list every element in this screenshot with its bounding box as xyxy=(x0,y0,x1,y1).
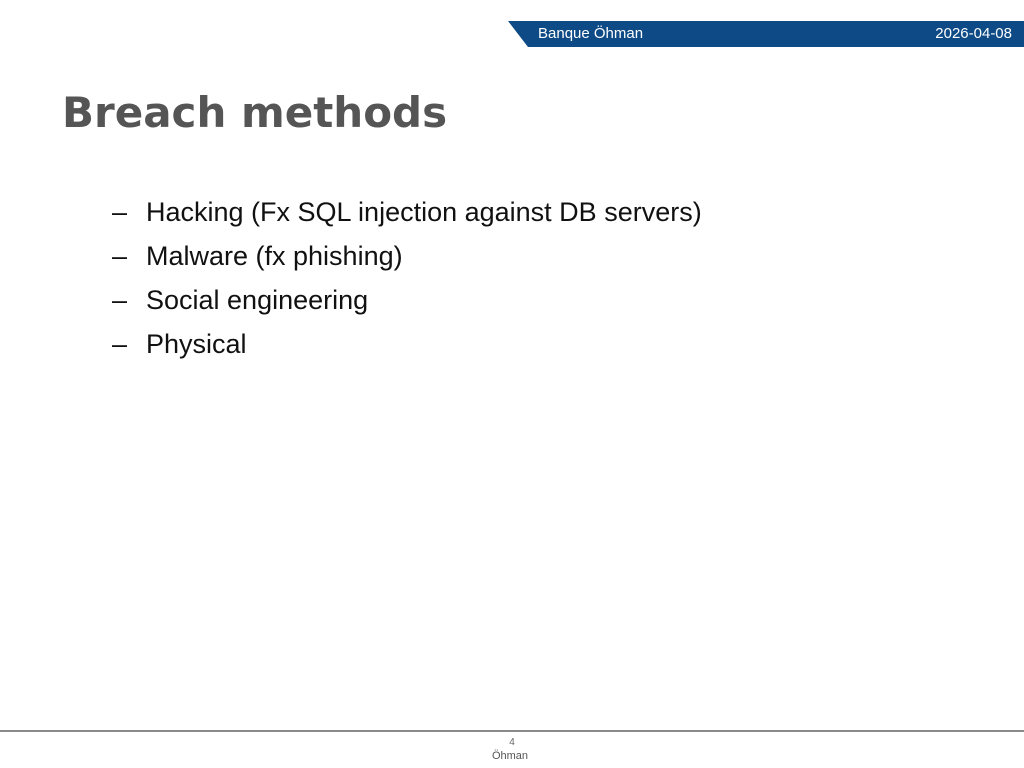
bullet-dash: – xyxy=(112,328,128,359)
bullet-text: Hacking (Fx SQL injection against DB ser… xyxy=(146,196,702,227)
bullet-list: – Hacking (Fx SQL injection against DB s… xyxy=(112,190,702,366)
bullet-item: – Malware (fx phishing) xyxy=(112,234,702,278)
slide-title: Breach methods xyxy=(62,88,448,137)
footer-author: Öhman xyxy=(491,750,529,762)
bullet-text: Physical xyxy=(146,328,247,359)
bullet-item: – Social engineering xyxy=(112,278,702,322)
header-date: 2026-04-08 xyxy=(935,25,1012,42)
bullet-dash: – xyxy=(112,240,128,271)
footer-divider xyxy=(0,730,1024,732)
bullet-dash: – xyxy=(112,196,128,227)
bullet-text: Social engineering xyxy=(146,284,369,315)
page-number: 4 xyxy=(509,737,515,748)
bullet-text: Malware (fx phishing) xyxy=(146,240,403,271)
bullet-item: – Hacking (Fx SQL injection against DB s… xyxy=(112,190,702,234)
header-organization: Banque Öhman xyxy=(538,25,644,42)
bullet-item: – Physical xyxy=(112,322,702,366)
header-bar: Banque Öhman 2026-04-08 xyxy=(508,21,1024,47)
bullet-dash: – xyxy=(112,284,128,315)
